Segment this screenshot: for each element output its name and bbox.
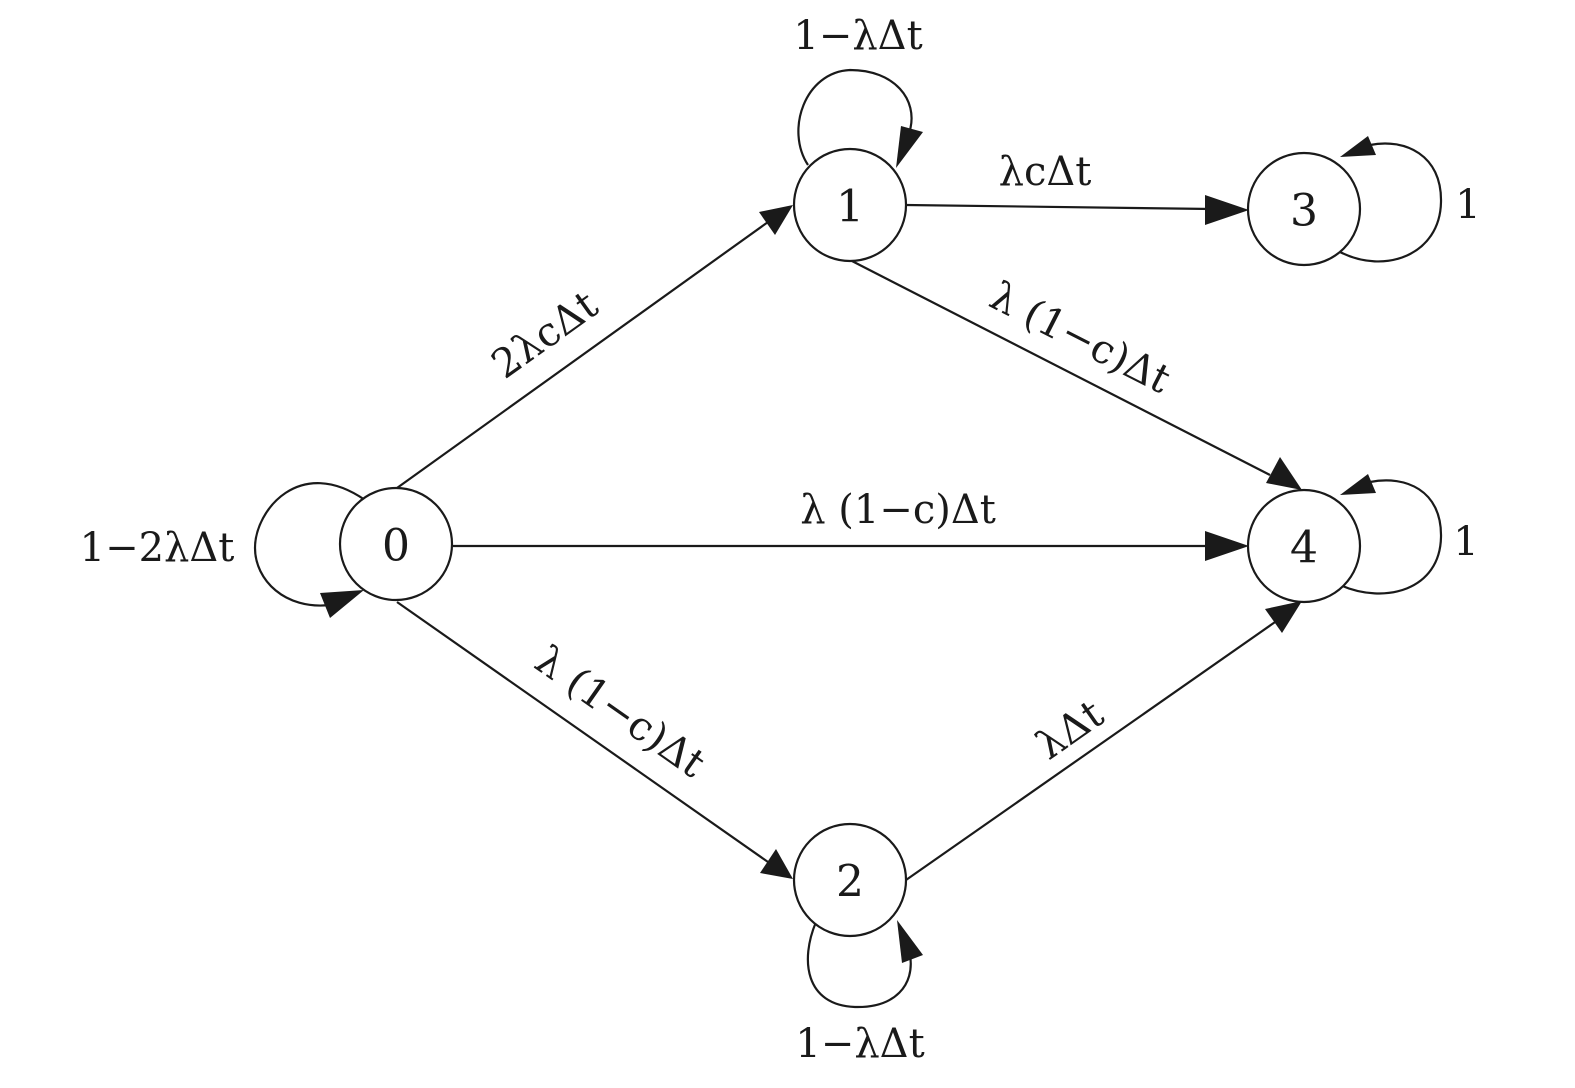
state-node-0: 0 (338, 486, 454, 602)
edge-0-to-4-arrowhead (1205, 531, 1249, 561)
edge-2-to-4 (905, 619, 1279, 881)
state-node-0-label: 0 (382, 521, 410, 572)
self-loop-3-label: 1 (1455, 182, 1480, 228)
self-loop-0 (253, 482, 366, 607)
edge-1-to-4 (849, 259, 1271, 476)
edge-0-to-2 (396, 601, 769, 863)
self-loop-2-arrowhead (897, 920, 923, 963)
self-loop-2-label: 1−λΔt (795, 1021, 924, 1067)
edge-0-to-1-arrowhead (759, 205, 793, 235)
self-loop-0-label: 1−2λΔt (80, 525, 235, 571)
edge-0-to-1-label: 2λcΔt (484, 282, 607, 388)
state-node-1-label: 1 (836, 182, 864, 233)
self-loop-labels: 1−2λΔt 1−λΔt 1−λΔt 1 1 (80, 13, 1481, 1067)
self-loop-4-arrowhead (1340, 474, 1376, 495)
self-loop-2 (806, 921, 912, 1009)
edge-0-to-1 (396, 221, 769, 489)
self-loop-1-label: 1−λΔt (793, 13, 922, 59)
edge-2-to-4-arrowhead (1265, 601, 1302, 633)
edge-1-to-3-arrowhead (1205, 195, 1249, 225)
edge-0-to-4-label: λ (1−c)Δt (800, 487, 996, 533)
state-node-3-label: 3 (1290, 186, 1318, 237)
edge-1-to-4-arrowhead (1266, 457, 1302, 490)
edge-1-to-3 (905, 203, 1213, 211)
self-loop-1-arrowhead (896, 126, 923, 168)
self-loop-1 (797, 68, 913, 166)
self-loop-3 (1339, 142, 1443, 263)
edge-1-to-3-label: λcΔt (999, 149, 1092, 195)
state-node-3: 3 (1246, 151, 1362, 267)
edges (396, 195, 1302, 881)
state-node-2-label: 2 (836, 857, 864, 908)
edge-0-to-2-arrowhead (760, 849, 793, 879)
self-loop-0-arrowhead (320, 590, 364, 618)
state-node-4-label: 4 (1290, 523, 1318, 574)
state-node-1: 1 (792, 147, 908, 263)
self-loop-3-arrowhead (1340, 136, 1376, 157)
edge-1-to-4-label: λ (1−c)Δt (982, 273, 1177, 403)
self-loop-4-label: 1 (1453, 519, 1478, 565)
state-node-2: 2 (792, 822, 908, 938)
self-loops (253, 68, 1443, 1009)
state-node-4: 4 (1246, 488, 1362, 604)
self-loop-4 (1339, 479, 1443, 595)
edge-2-to-4-label: λΔt (1028, 691, 1112, 769)
nodes: 0 1 2 3 4 (338, 147, 1362, 938)
